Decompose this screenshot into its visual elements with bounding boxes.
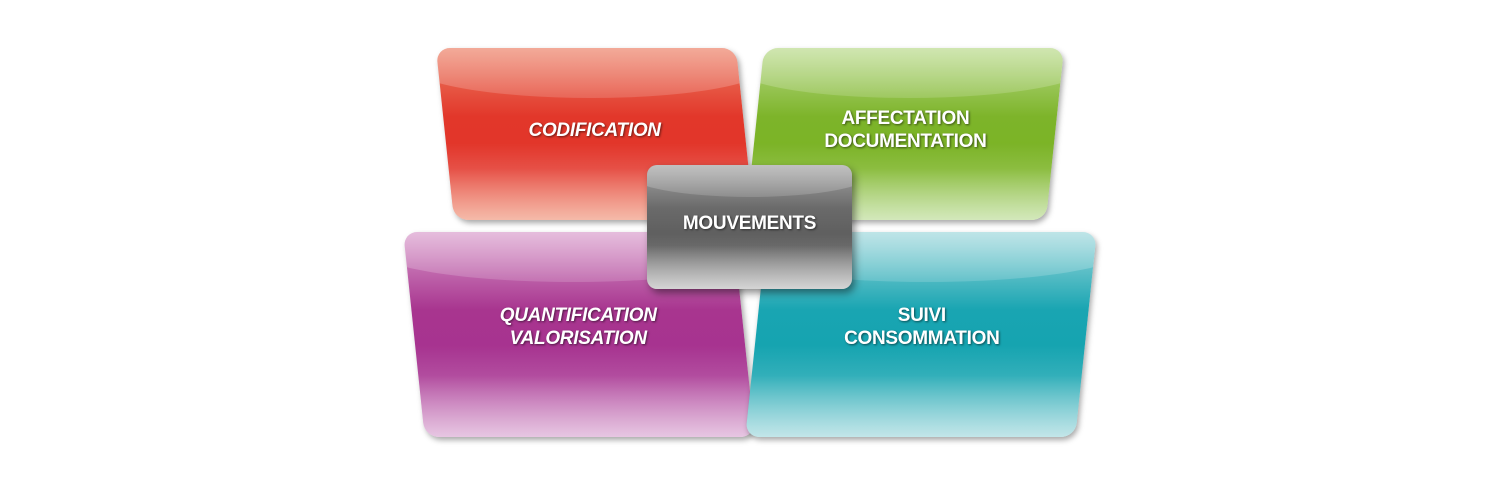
tile-affectation-label: AFFECTATION DOCUMENTATION xyxy=(755,107,1055,153)
tile-suivi-label: SUIVI CONSOMMATION xyxy=(757,304,1087,350)
tile-suivi-line-2: CONSOMMATION xyxy=(844,328,1000,349)
tile-mouvements-label: MOUVEMENTS xyxy=(647,212,852,235)
tile-quantification-line-1: QUANTIFICATION xyxy=(499,305,657,326)
tile-quantification-line-2: VALORISATION xyxy=(509,328,647,349)
tile-mouvements: MOUVEMENTS xyxy=(647,165,852,289)
tile-affectation-line-2: DOCUMENTATION xyxy=(824,131,987,152)
tile-suivi-line-1: SUIVI xyxy=(897,305,946,326)
tile-mouvements-line-1: MOUVEMENTS xyxy=(682,213,817,234)
tile-affectation-line-1: AFFECTATION xyxy=(841,108,970,129)
tile-codification-line-1: CODIFICATION xyxy=(528,120,661,141)
tile-quantification-label: QUANTIFICATION VALORISATION xyxy=(413,304,743,350)
tile-codification-label: CODIFICATION xyxy=(445,119,745,142)
